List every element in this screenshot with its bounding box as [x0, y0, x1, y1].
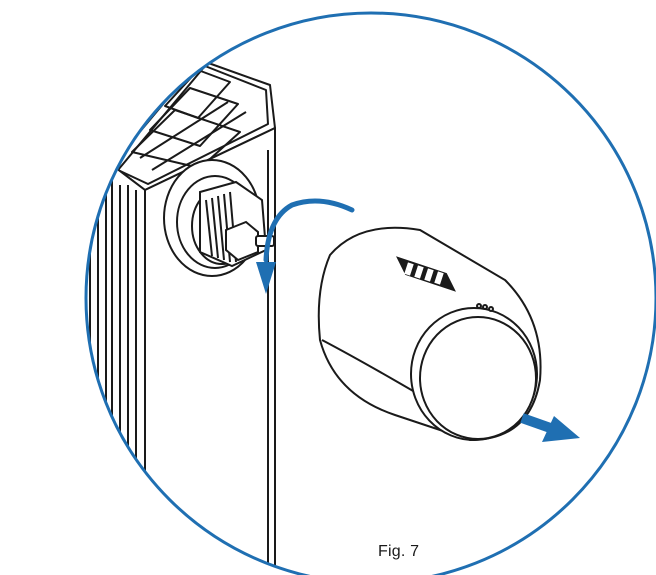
rotate-arrow-icon	[256, 198, 355, 294]
figure-caption: Fig. 7	[378, 543, 420, 560]
radiator-illustration	[89, 59, 276, 575]
magnifier-circle	[84, 11, 656, 575]
valve-adapter-illustration	[163, 159, 275, 277]
pull-arrow-icon	[520, 413, 580, 442]
thermostat-head-illustration	[317, 226, 542, 442]
